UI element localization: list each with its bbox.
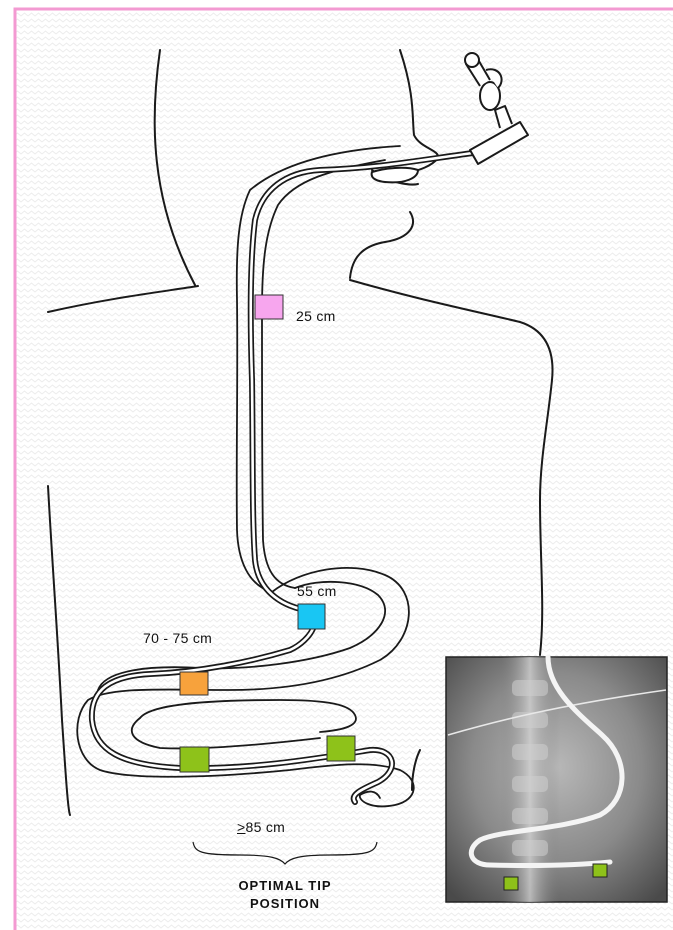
marker-85cm-left [180,747,209,772]
marker-55cm [298,604,325,629]
caption-line-2: POSITION [200,896,370,911]
xray-inset [446,657,667,902]
label-85cm: >85 cm [237,819,285,835]
label-25cm: 25 cm [296,308,336,324]
xray-marker-left [504,877,518,890]
caption-line-1: OPTIMAL TIP [200,878,370,893]
label-85cm-value: 85 cm [245,819,285,835]
marker-25cm [255,295,283,319]
xray-marker-right [593,864,607,877]
marker-70-75cm [180,672,208,695]
marker-85cm-right [327,736,355,761]
label-70-75cm: 70 - 75 cm [143,630,212,646]
label-55cm: 55 cm [297,583,337,599]
